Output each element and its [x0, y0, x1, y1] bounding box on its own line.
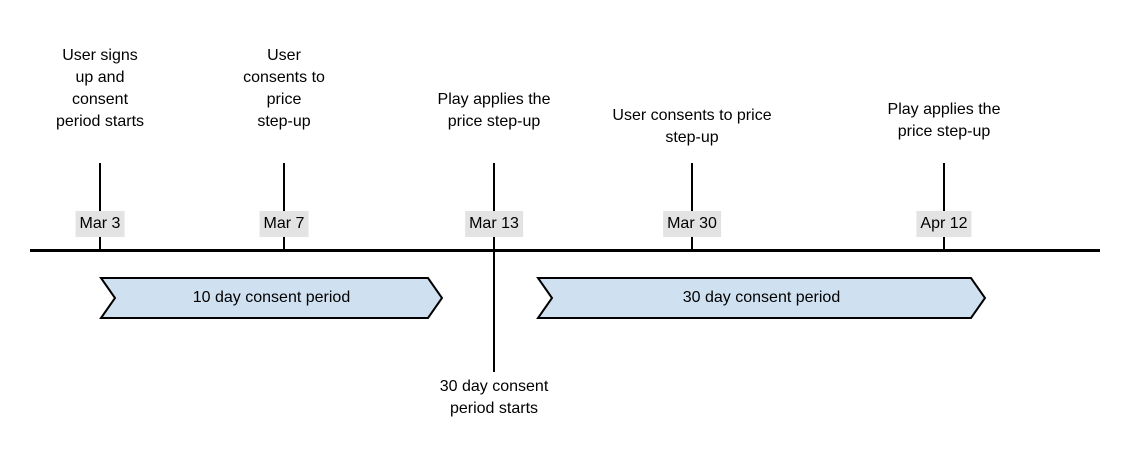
tick-stem-apr-12	[943, 163, 945, 250]
timeline-axis	[30, 249, 1100, 252]
event-caption-mar-13: Play applies the price step-up	[437, 91, 551, 130]
date-chip-mar-30: Mar 30	[663, 211, 721, 237]
banner-10-day-consent-period: 10 day consent period	[100, 277, 443, 319]
date-chip-mar-7: Mar 7	[259, 211, 309, 237]
tick-stem-mar-7	[283, 163, 285, 250]
event-caption-mar-30: User consents to price step-up	[612, 107, 772, 146]
annotation-stem-30-day-start	[493, 249, 495, 372]
date-chip-mar-3: Mar 3	[75, 211, 125, 237]
event-caption-mar-7: User consents to price step-up	[243, 47, 325, 130]
tick-stem-mar-13	[493, 163, 495, 250]
date-chip-apr-12: Apr 12	[916, 211, 972, 237]
annotation-caption-30-day-start: 30 day consent period starts	[439, 378, 549, 417]
event-caption-apr-12: Play applies the price step-up	[887, 101, 1001, 140]
tick-stem-mar-30	[691, 163, 693, 250]
tick-stem-mar-3	[99, 163, 101, 250]
banner-arrow-shape-30-day	[537, 277, 986, 319]
event-caption-mar-3: User signs up and consent period starts	[55, 47, 145, 130]
banner-30-day-consent-period: 30 day consent period	[537, 277, 986, 319]
date-chip-mar-13: Mar 13	[465, 211, 523, 237]
banner-arrow-shape-10-day	[100, 277, 443, 319]
